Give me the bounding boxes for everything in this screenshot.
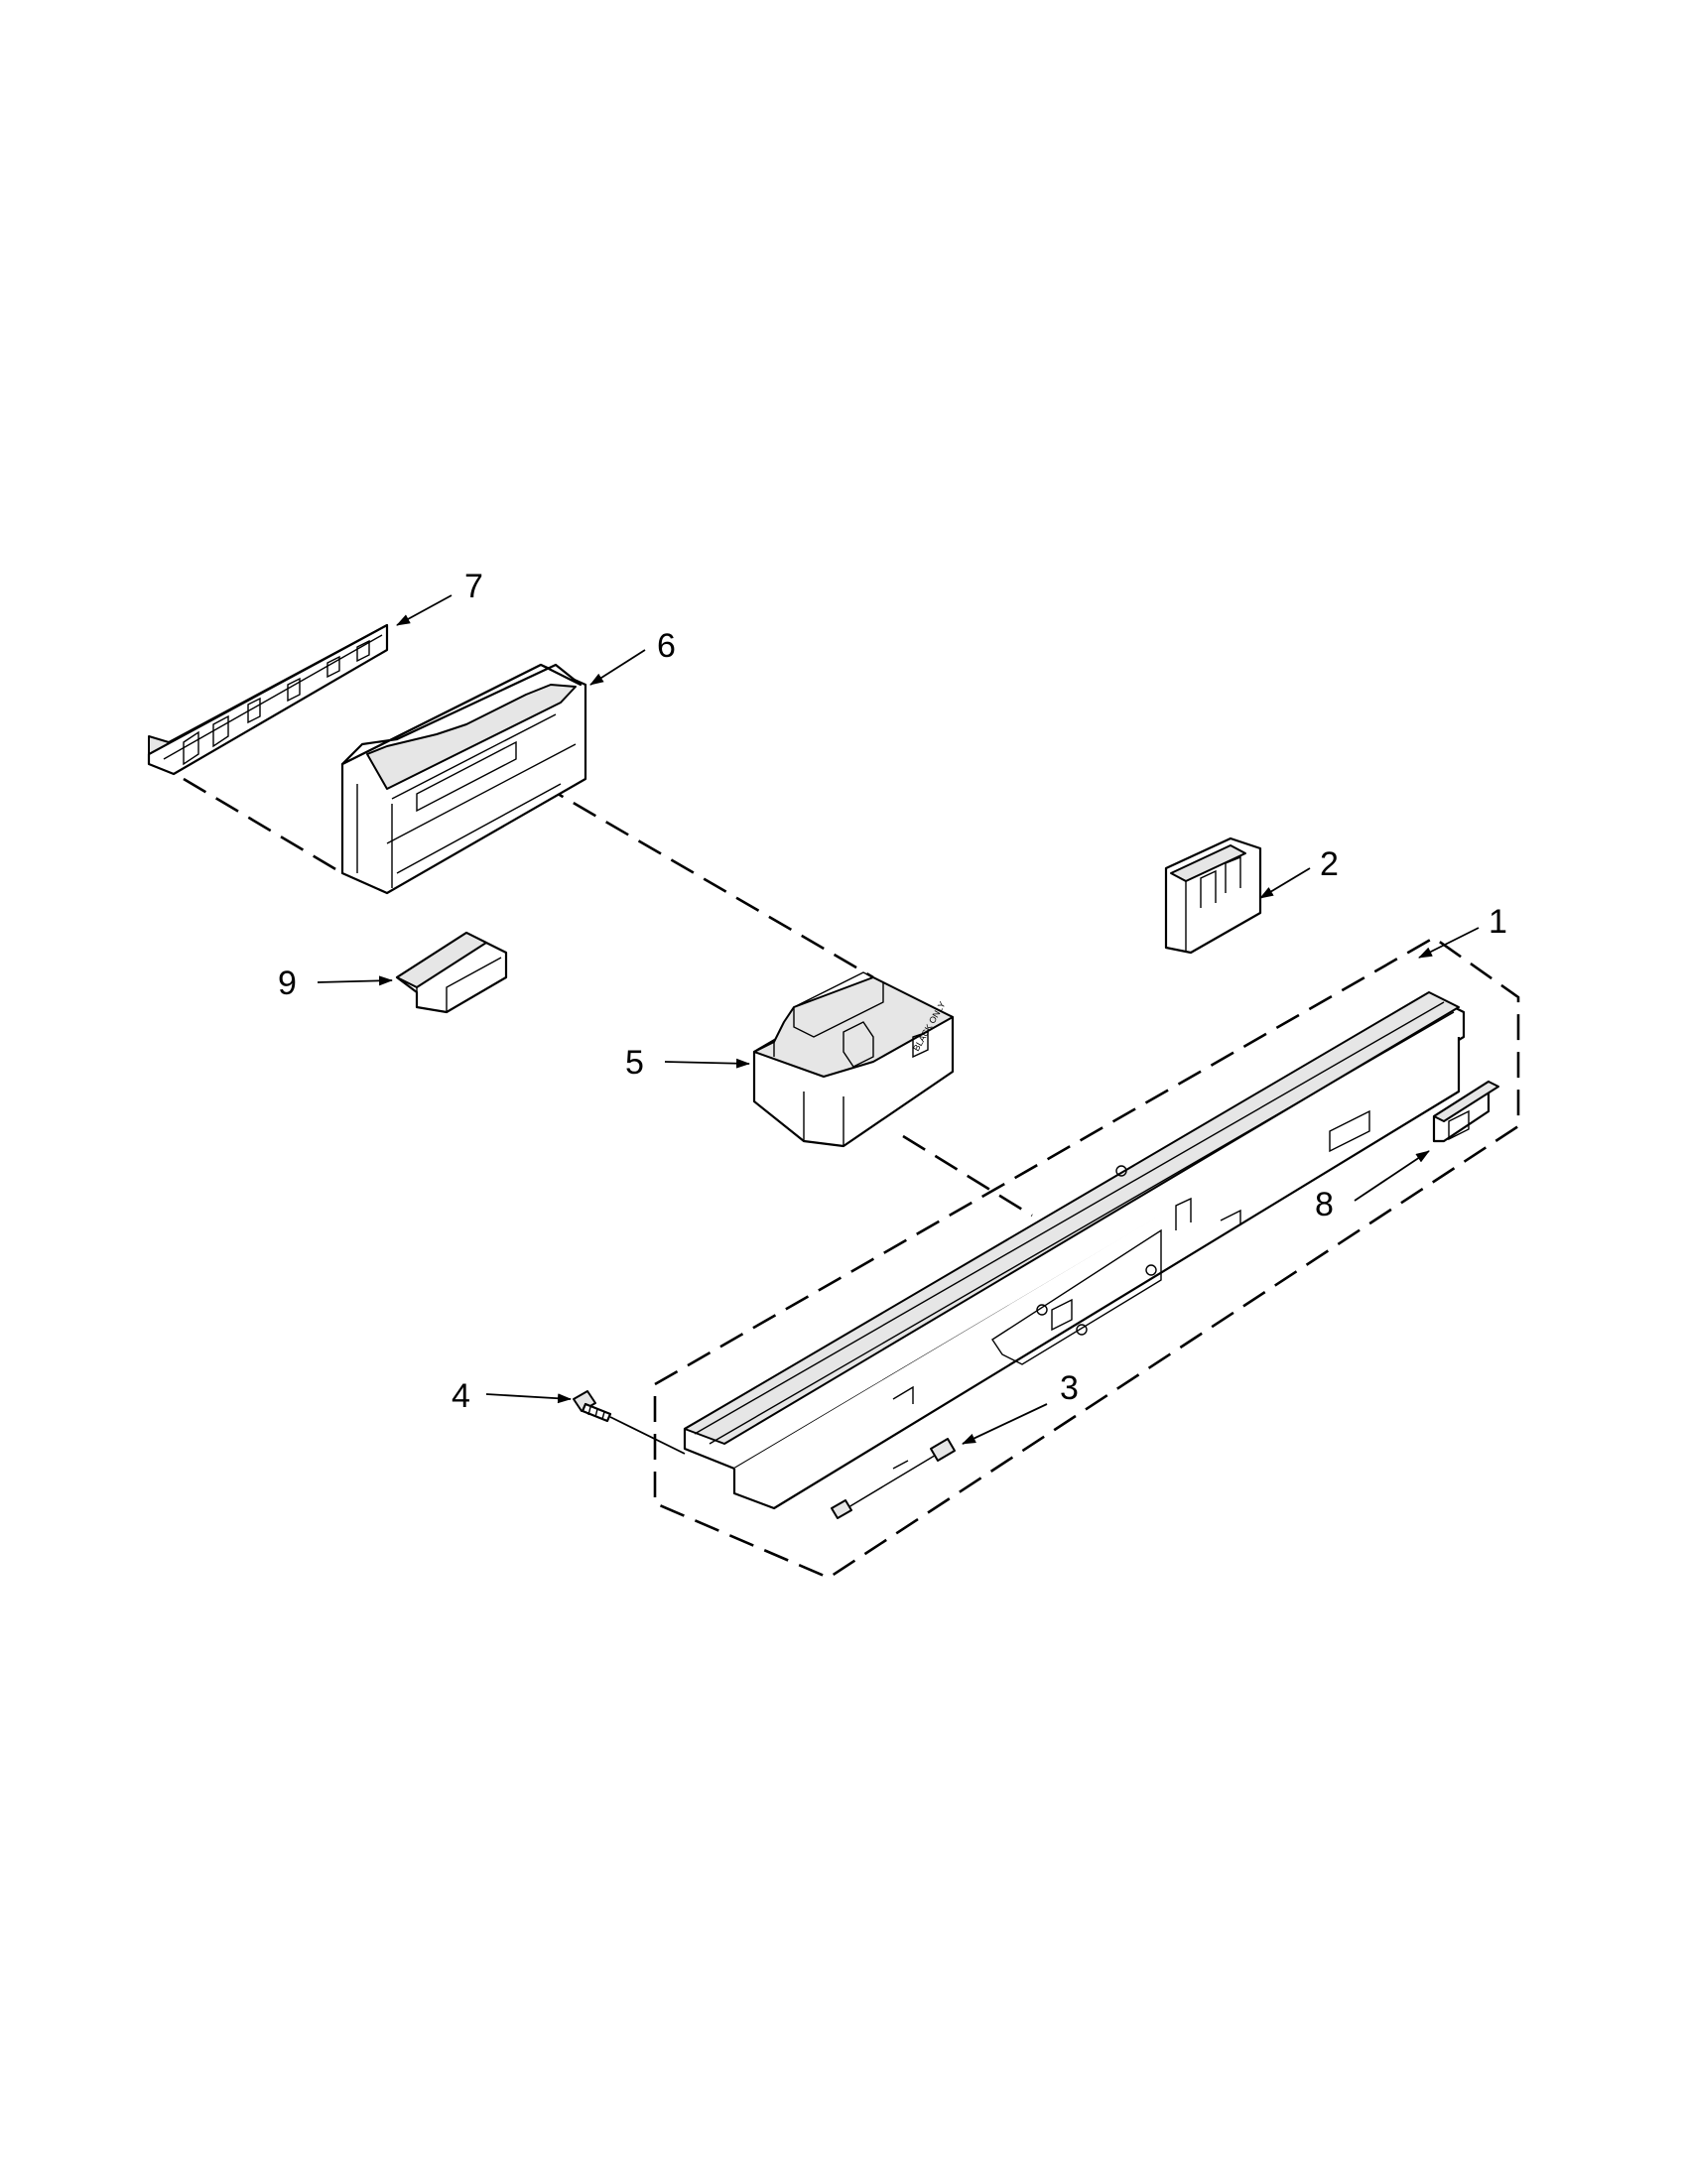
callout-2: 2 (1320, 845, 1339, 883)
callout-3: 3 (1060, 1369, 1079, 1407)
part-9-small-bracket (395, 931, 508, 1014)
callout-5: 5 (625, 1044, 644, 1082)
leader-arrow-4 (485, 1393, 572, 1404)
leader-arrow-3 (962, 1403, 1048, 1445)
part-5-latch-assembly: BLACK ONLY (752, 971, 955, 1148)
part-4-screw (573, 1390, 686, 1455)
part-1-control-console (683, 991, 1466, 1510)
callout-7: 7 (464, 568, 483, 605)
callout-1: 1 (1489, 903, 1507, 941)
leader-arrow-1 (1418, 927, 1480, 959)
callout-8: 8 (1315, 1186, 1334, 1223)
part-8-control-board (1432, 1080, 1499, 1143)
alignment-line-6-5 (540, 782, 874, 979)
leader-arrow-5 (664, 1058, 750, 1069)
part-2-bracket-plate (1164, 836, 1262, 955)
callout-9: 9 (278, 964, 297, 1002)
alignment-line-5-1 (902, 1134, 1033, 1218)
leader-arrow-8 (1354, 1150, 1430, 1202)
leader-arrow-6 (589, 649, 646, 686)
part-6-housing (340, 663, 587, 895)
part-3-wire-harness (831, 1438, 956, 1519)
part-7-rail-bracket (147, 623, 389, 776)
leader-arrow-2 (1259, 867, 1311, 899)
leader-arrow-7 (396, 594, 453, 626)
leader-arrow-9 (317, 975, 393, 986)
alignment-line-7-6 (183, 777, 343, 875)
callout-4: 4 (452, 1377, 470, 1415)
callout-6: 6 (657, 627, 676, 665)
